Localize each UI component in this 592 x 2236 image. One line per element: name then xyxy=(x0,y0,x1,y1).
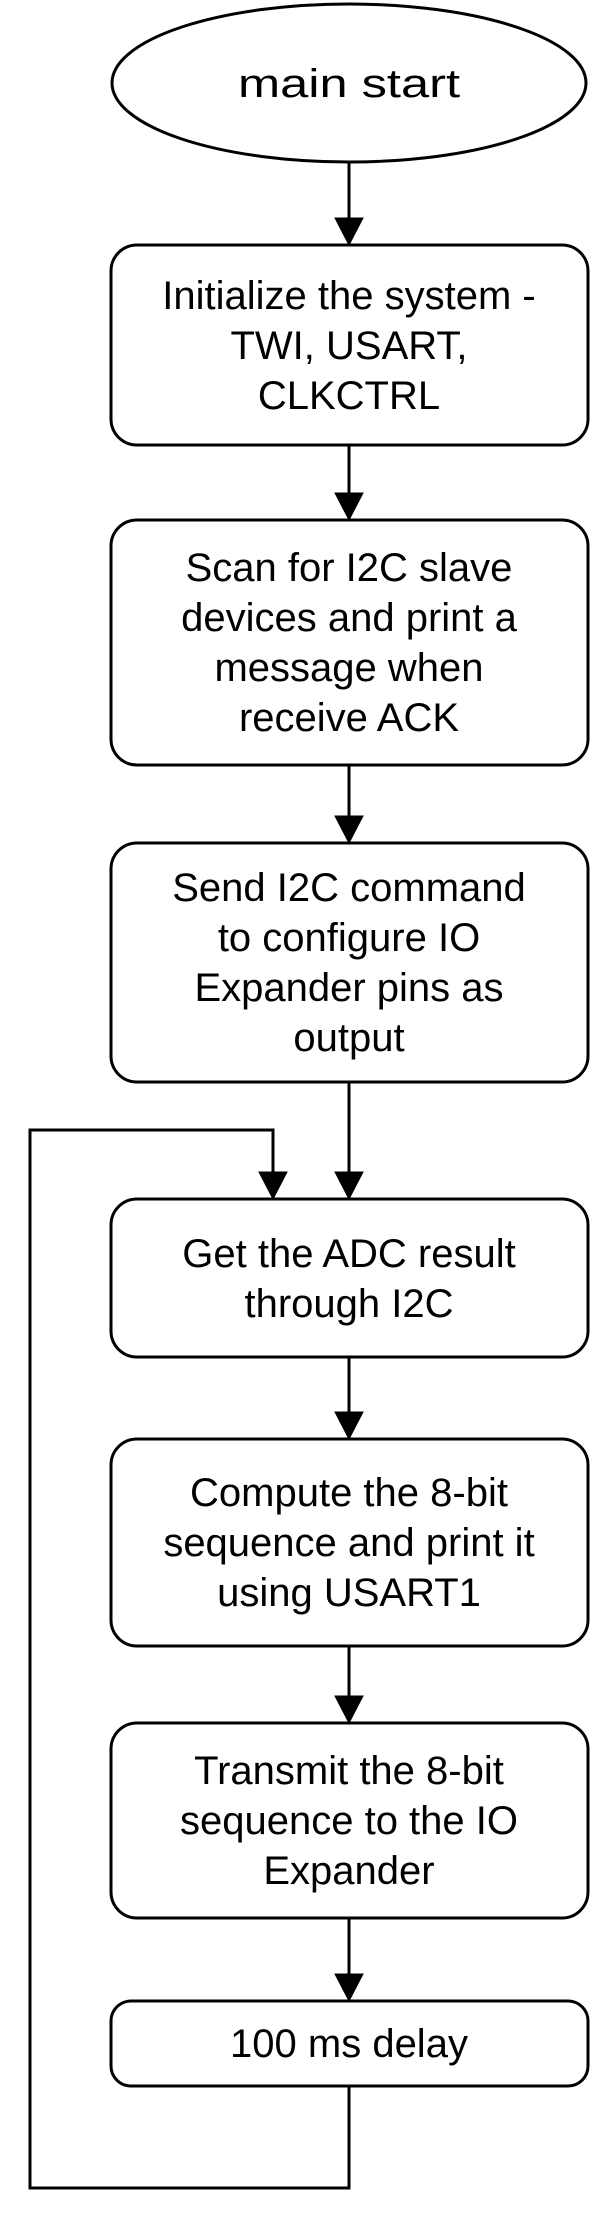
compute-process xyxy=(109,1437,590,1648)
arrowhead xyxy=(334,1695,364,1725)
start-label: main start xyxy=(238,62,460,106)
label-line: using USART1 xyxy=(217,1571,481,1615)
arrowhead xyxy=(334,1171,364,1201)
label-line: sequence and print it xyxy=(163,1521,534,1565)
label-line: receive ACK xyxy=(239,696,459,740)
label-line: message when xyxy=(214,646,483,690)
label-line: devices and print a xyxy=(181,596,518,640)
label-line: Compute the 8-bit xyxy=(190,1471,508,1515)
label-line: to configure IO xyxy=(218,916,480,960)
adc-label: Get the ADC result through I2C xyxy=(182,1232,515,1326)
arrowhead xyxy=(334,815,364,845)
scan-label: Scan for I2C slave devices and print a mes… xyxy=(181,546,518,740)
transmit-process xyxy=(109,1721,590,1920)
init-label: Initialize the system - TWI, USART, CLKCTR… xyxy=(162,274,535,418)
label-line: sequence to the IO xyxy=(180,1799,518,1843)
label-line: Get the ADC result xyxy=(182,1232,515,1276)
label-line: CLKCTRL xyxy=(258,374,440,418)
label-line: output xyxy=(293,1016,404,1060)
label-line: TWI, USART, xyxy=(230,324,467,368)
label-line: Expander xyxy=(263,1849,434,1893)
label-line: Initialize the system - xyxy=(162,274,535,318)
label-line: Transmit the 8-bit xyxy=(194,1749,504,1793)
edge-loop-back xyxy=(28,1128,351,2190)
arrowhead xyxy=(334,1411,364,1441)
scan-process xyxy=(109,518,590,767)
transmit-label: Transmit the 8-bit sequence to the IO Expa… xyxy=(180,1749,518,1893)
label-line: through I2C xyxy=(244,1282,453,1326)
arrowhead xyxy=(258,1171,288,1201)
configure-label: Send I2C command to configure IO Expander … xyxy=(172,866,526,1060)
arrowhead xyxy=(334,1973,364,2003)
arrowhead xyxy=(334,492,364,522)
delay-process xyxy=(109,1999,590,2088)
label-line: Send I2C command xyxy=(172,866,526,910)
arrowhead xyxy=(334,217,364,247)
label-line: 100 ms delay xyxy=(230,2022,468,2066)
start-terminal xyxy=(110,2,588,164)
init-process xyxy=(109,243,590,447)
delay-label: 100 ms delay xyxy=(230,2022,468,2066)
label-line: Expander pins as xyxy=(194,966,503,1010)
configure-process xyxy=(109,841,590,1084)
adc-process xyxy=(109,1197,590,1359)
compute-label: Compute the 8-bit sequence and print it us… xyxy=(163,1471,534,1615)
label-line: main start xyxy=(238,62,460,106)
label-line: Scan for I2C slave xyxy=(186,546,513,590)
